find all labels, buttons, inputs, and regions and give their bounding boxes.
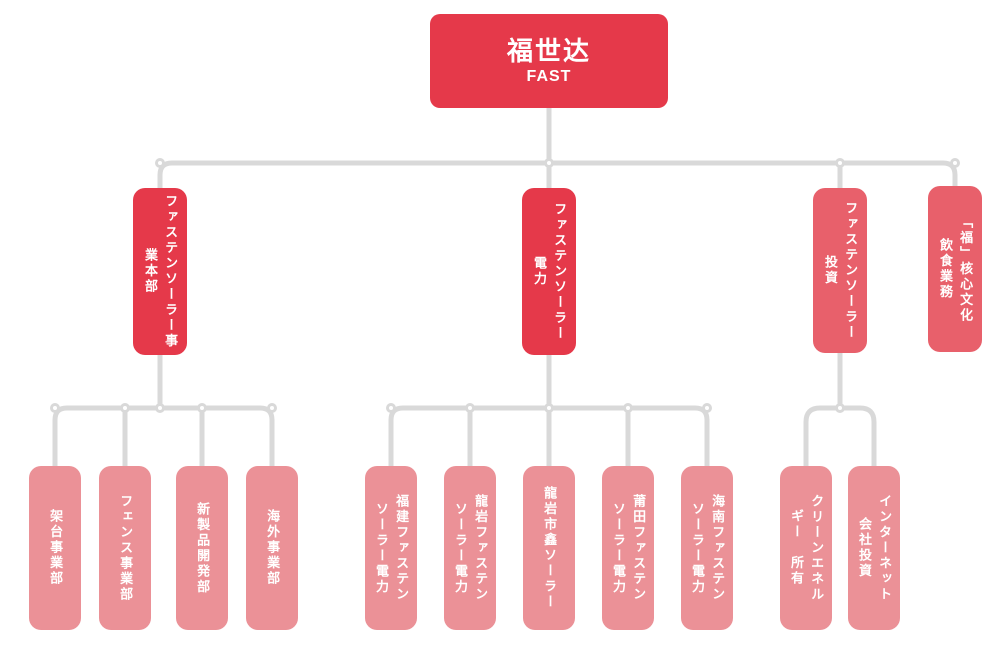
leaf-label: 架台事業部 xyxy=(48,509,64,587)
branch-label: ファステンソーラー事 業本部 xyxy=(143,194,179,349)
leaf-label: フェンス事業部 xyxy=(118,493,134,603)
org-node-root[interactable]: 福世达 FAST xyxy=(430,14,668,108)
branch-node-solar-investment[interactable]: ファステンソーラー 投資 xyxy=(813,188,867,353)
branch-label: ファステンソーラー 電力 xyxy=(532,201,568,342)
group3-rail-line xyxy=(803,405,877,468)
branch-node-fu-culture-food[interactable]: 「福」核心文化 飲食業務 xyxy=(928,186,982,352)
leaf-node-overseas-division[interactable]: 海外事業部 xyxy=(246,466,298,630)
root-title: 福世达 xyxy=(506,35,591,66)
leaf-node-new-product-dev[interactable]: 新製品開発部 xyxy=(176,466,228,630)
leaf-node-rack-division[interactable]: 架台事業部 xyxy=(29,466,81,630)
leaf-node-hainan-fasten-solar[interactable]: 海南ファステン ソーラー電力 xyxy=(681,466,733,630)
leaf-label: 海南ファステン ソーラー電力 xyxy=(690,493,726,603)
leaf-label: 龍岩ファステン ソーラー電力 xyxy=(453,493,489,603)
branch-label: ファステンソーラー 投資 xyxy=(823,200,859,341)
leaf-label: 莆田ファステン ソーラー電力 xyxy=(611,493,647,603)
leaf-node-clean-energy-ownership[interactable]: クリーンエネル ギー 所有 xyxy=(780,466,832,630)
leaf-label: 龍岩市鑫ソーラー xyxy=(542,486,558,610)
root-subtitle: FAST xyxy=(526,67,572,85)
leaf-node-fujian-fasten-solar[interactable]: 福建ファステン ソーラー電力 xyxy=(365,466,417,630)
leaf-node-fence-division[interactable]: フェンス事業部 xyxy=(99,466,151,630)
leaf-node-longyan-xin-solar[interactable]: 龍岩市鑫ソーラー xyxy=(523,466,575,630)
branch-node-solar-business-hq[interactable]: ファステンソーラー事 業本部 xyxy=(133,188,187,355)
leaf-label: 海外事業部 xyxy=(265,509,281,587)
leaf-node-putian-fasten-solar[interactable]: 莆田ファステン ソーラー電力 xyxy=(602,466,654,630)
leaf-label: インターネット 会社投資 xyxy=(857,493,893,603)
leaf-node-internet-investment[interactable]: インターネット 会社投資 xyxy=(848,466,900,630)
branch-label: 「福」核心文化 飲食業務 xyxy=(938,214,974,324)
group1-rail-line xyxy=(52,405,275,468)
leaf-label: 福建ファステン ソーラー電力 xyxy=(374,493,410,603)
junction-dots xyxy=(50,158,960,413)
branch-node-solar-power[interactable]: ファステンソーラー 電力 xyxy=(522,188,576,355)
leaf-label: クリーンエネル ギー 所有 xyxy=(789,493,825,603)
top-rail-line xyxy=(157,160,958,190)
leaf-node-longyan-fasten-solar[interactable]: 龍岩ファステン ソーラー電力 xyxy=(444,466,496,630)
leaf-label: 新製品開発部 xyxy=(195,501,211,595)
